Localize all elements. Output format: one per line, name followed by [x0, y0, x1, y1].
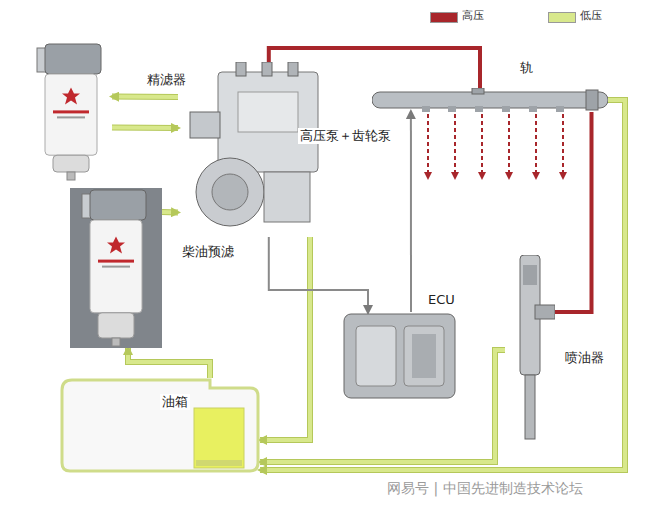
part-label: 轨 [518, 60, 535, 76]
pipe-connector [260, 237, 310, 440]
part-label: ECU [426, 292, 457, 308]
pipe-line [128, 348, 210, 378]
component: 柴油预滤 [70, 188, 162, 348]
component-picture [505, 255, 555, 445]
component: 轨 [372, 88, 608, 112]
legend-text: 低压 [580, 10, 602, 22]
legend-swatch [430, 12, 458, 23]
component: 喷油器 [505, 255, 555, 445]
legend-text: 高压 [462, 10, 484, 22]
pipe-connector [269, 237, 368, 312]
component-picture [30, 42, 112, 182]
legend-swatch [548, 12, 576, 23]
pipe-line [269, 237, 368, 312]
pipe-connector [112, 96, 178, 97]
pipe-line [555, 112, 592, 312]
pipe-line [112, 125, 178, 130]
pipe-outline [260, 237, 310, 440]
part-label: 高压泵＋齿轮泵 [298, 128, 393, 144]
pipe-outline [128, 348, 210, 378]
component: 精滤器 [30, 42, 112, 182]
pipe-outline [162, 209, 178, 216]
part-label: 喷油器 [563, 350, 606, 366]
component: 油箱 [60, 378, 260, 473]
pipe-connector [112, 127, 178, 129]
component-picture [70, 188, 162, 348]
component-picture [178, 62, 343, 237]
pipe-outline [112, 94, 178, 100]
part-label: 油箱 [160, 394, 190, 410]
pipe-line [260, 237, 310, 440]
pipe-connector [555, 112, 592, 312]
pipe-connector [128, 348, 210, 378]
pipe-connector [162, 212, 178, 214]
pipe-line [112, 95, 178, 99]
component-picture [342, 312, 457, 400]
pipe-line [410, 112, 412, 312]
component: 高压泵＋齿轮泵 [178, 62, 343, 237]
component-picture [60, 378, 260, 473]
component-picture [372, 88, 608, 112]
watermark: 网易号 | 中国先进制造技术论坛 [385, 480, 585, 498]
pipe-outline [112, 124, 178, 131]
part-label: 精滤器 [145, 72, 188, 88]
pipe-line [162, 210, 178, 215]
component: ECU [342, 312, 457, 400]
pipe-connector [410, 112, 411, 312]
part-label: 柴油预滤 [180, 244, 236, 260]
